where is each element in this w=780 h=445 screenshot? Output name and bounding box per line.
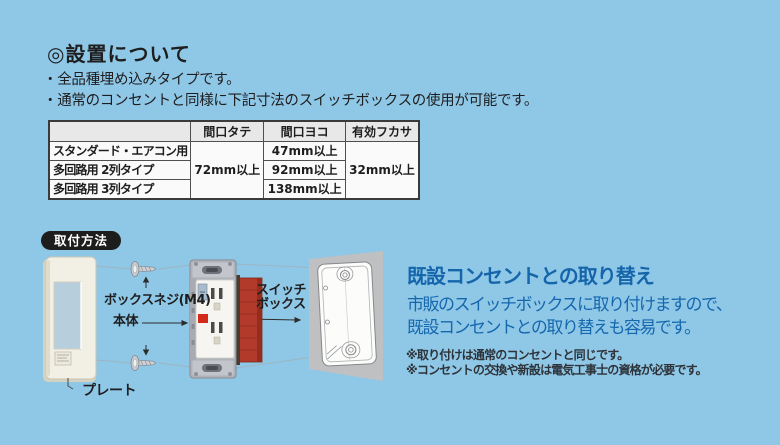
bullet-switchbox-usable: ・通常のコンセントと同様に下記寸法のスイッチボックスの使用が可能です。 bbox=[43, 93, 539, 109]
cell-yoko-3row: 138mm以上 bbox=[263, 179, 347, 200]
box-screw-label: ボックスネジ(M4) bbox=[104, 293, 211, 308]
table-header-row: 間口タテ 間口ヨコ 有効フカサ bbox=[48, 120, 420, 142]
plate-label: プレート bbox=[82, 383, 137, 399]
cell-fukasa-merged: 32mm以上 bbox=[345, 141, 420, 200]
header-empty bbox=[48, 120, 192, 142]
plate-graphic bbox=[43, 256, 97, 382]
outlet-body-graphic bbox=[189, 259, 263, 379]
bullet-embedded-type: ・全品種埋め込みタイプです。 bbox=[43, 72, 241, 88]
table-row: 多回路用 3列タイプ 138mm以上 bbox=[48, 179, 419, 200]
page-title: ◎設置について bbox=[47, 42, 191, 66]
body-label: 本体 bbox=[113, 314, 139, 329]
box-screw-icon bbox=[130, 355, 157, 371]
replacement-heading: 既設コンセントとの取り替え bbox=[407, 264, 655, 288]
plate-leader bbox=[67, 378, 74, 390]
table-row: スタンダード・エアコン用 72mm以上 47mm以上 32mm以上 bbox=[48, 141, 420, 200]
mounting-diagram bbox=[43, 251, 383, 390]
replacement-line2: 既設コンセントとの取り替えも容易です。 bbox=[407, 318, 701, 338]
cell-yoko-standard: 47mm以上 bbox=[263, 141, 347, 161]
leader-lines bbox=[95, 263, 321, 369]
row-label-3row: 多回路用 3列タイプ bbox=[48, 179, 192, 200]
cell-yoko-2row: 92mm以上 bbox=[263, 160, 347, 180]
switch-box-label-line2: ボックス bbox=[256, 297, 306, 313]
box-screw-icon bbox=[130, 261, 157, 277]
header-yoko: 間口ヨコ bbox=[263, 120, 347, 142]
mounting-method-badge: 取付方法 bbox=[41, 231, 121, 250]
replacement-note2: ※コンセントの交換や新設は電気工事士の資格が必要です。 bbox=[406, 363, 708, 377]
screw-arrows bbox=[142, 276, 150, 356]
cell-tate-merged: 72mm以上 bbox=[190, 141, 265, 200]
switch-box-graphic bbox=[317, 261, 377, 367]
body-leader bbox=[142, 320, 189, 326]
row-label-standard: スタンダード・エアコン用 bbox=[48, 141, 192, 161]
replacement-note1: ※取り付けは通常のコンセントと同じです。 bbox=[406, 348, 629, 362]
row-label-2row: 多回路用 2列タイプ bbox=[48, 160, 192, 180]
switch-box-label: スイッチ ボックス bbox=[256, 283, 307, 313]
replacement-line1: 市販のスイッチボックスに取り付けますので、 bbox=[407, 295, 733, 315]
table-row: 多回路用 2列タイプ 92mm以上 bbox=[48, 160, 419, 180]
switchbox-dimension-table: 間口タテ 間口ヨコ 有効フカサ スタンダード・エアコン用 72mm以上 47mm… bbox=[48, 120, 420, 200]
header-tate: 間口タテ bbox=[190, 120, 265, 142]
header-fukasa: 有効フカサ bbox=[345, 120, 420, 142]
switch-box-label-line1: スイッチ bbox=[256, 283, 307, 298]
